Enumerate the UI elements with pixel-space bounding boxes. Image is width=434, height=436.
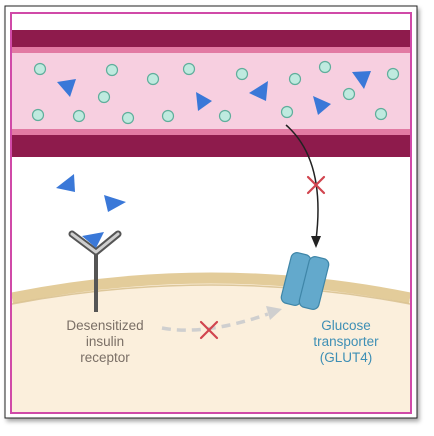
insulin-molecule bbox=[313, 96, 331, 115]
insulin-molecule bbox=[56, 174, 75, 192]
receptor-label-line: receptor bbox=[80, 350, 130, 365]
glucose-molecule bbox=[105, 63, 119, 77]
cell-body bbox=[12, 281, 410, 412]
bound-insulin-molecule bbox=[82, 232, 104, 248]
glucose-molecule bbox=[318, 60, 332, 74]
glucose-molecule bbox=[31, 108, 45, 122]
block-x-icon bbox=[199, 320, 219, 340]
receptor-arms-inner bbox=[70, 232, 120, 254]
glucose-molecule bbox=[146, 72, 160, 86]
vessel-wall-top-light bbox=[12, 47, 410, 53]
glut4-label-line: transporter bbox=[313, 334, 379, 349]
receptor-label-line: Desensitized bbox=[66, 318, 144, 333]
glucose-molecule bbox=[342, 87, 356, 101]
glucose-molecule bbox=[374, 107, 388, 121]
vessel-wall-bottom-light bbox=[12, 129, 410, 135]
glucose-molecule bbox=[121, 111, 135, 125]
blocked-signal-arrowhead bbox=[266, 306, 282, 320]
insulin-receptor bbox=[68, 230, 122, 312]
glucose-uptake-arrowhead bbox=[311, 236, 321, 248]
glut4-label: Glucose transporter (GLUT4) bbox=[286, 318, 406, 366]
insulin-molecule bbox=[196, 92, 212, 111]
glucose-molecule bbox=[218, 109, 232, 123]
insulin-molecule bbox=[104, 195, 126, 212]
glucose-molecule bbox=[288, 72, 302, 86]
insulin-molecule bbox=[352, 71, 371, 89]
glucose-molecule bbox=[235, 67, 249, 81]
block-x-icon bbox=[306, 175, 326, 195]
glucose-molecule bbox=[72, 109, 86, 123]
glucose-molecule bbox=[97, 90, 111, 104]
glucose-molecule bbox=[280, 105, 294, 119]
glut4-label-line: (GLUT4) bbox=[319, 350, 373, 365]
vessel-wall-top bbox=[12, 30, 410, 47]
glucose-molecule bbox=[182, 62, 196, 76]
vessel-wall-bottom bbox=[12, 135, 410, 157]
receptor-label: Desensitized insulin receptor bbox=[40, 318, 170, 366]
glucose-molecule bbox=[386, 67, 400, 81]
glucose-molecule bbox=[161, 109, 175, 123]
glucose-molecule bbox=[33, 62, 47, 76]
cell-membrane-edge bbox=[12, 284, 410, 305]
glucose-uptake-arrow bbox=[285, 124, 319, 241]
plasma-content bbox=[31, 60, 400, 125]
glut4-subunit bbox=[298, 256, 330, 310]
receptor-label-line: insulin bbox=[85, 334, 125, 349]
glut4-transporter bbox=[280, 252, 330, 310]
insulin-molecule bbox=[57, 79, 76, 97]
glut4-label-line: Glucose bbox=[321, 318, 371, 333]
cell-membrane bbox=[12, 272, 410, 304]
insulin-molecule bbox=[249, 81, 268, 101]
